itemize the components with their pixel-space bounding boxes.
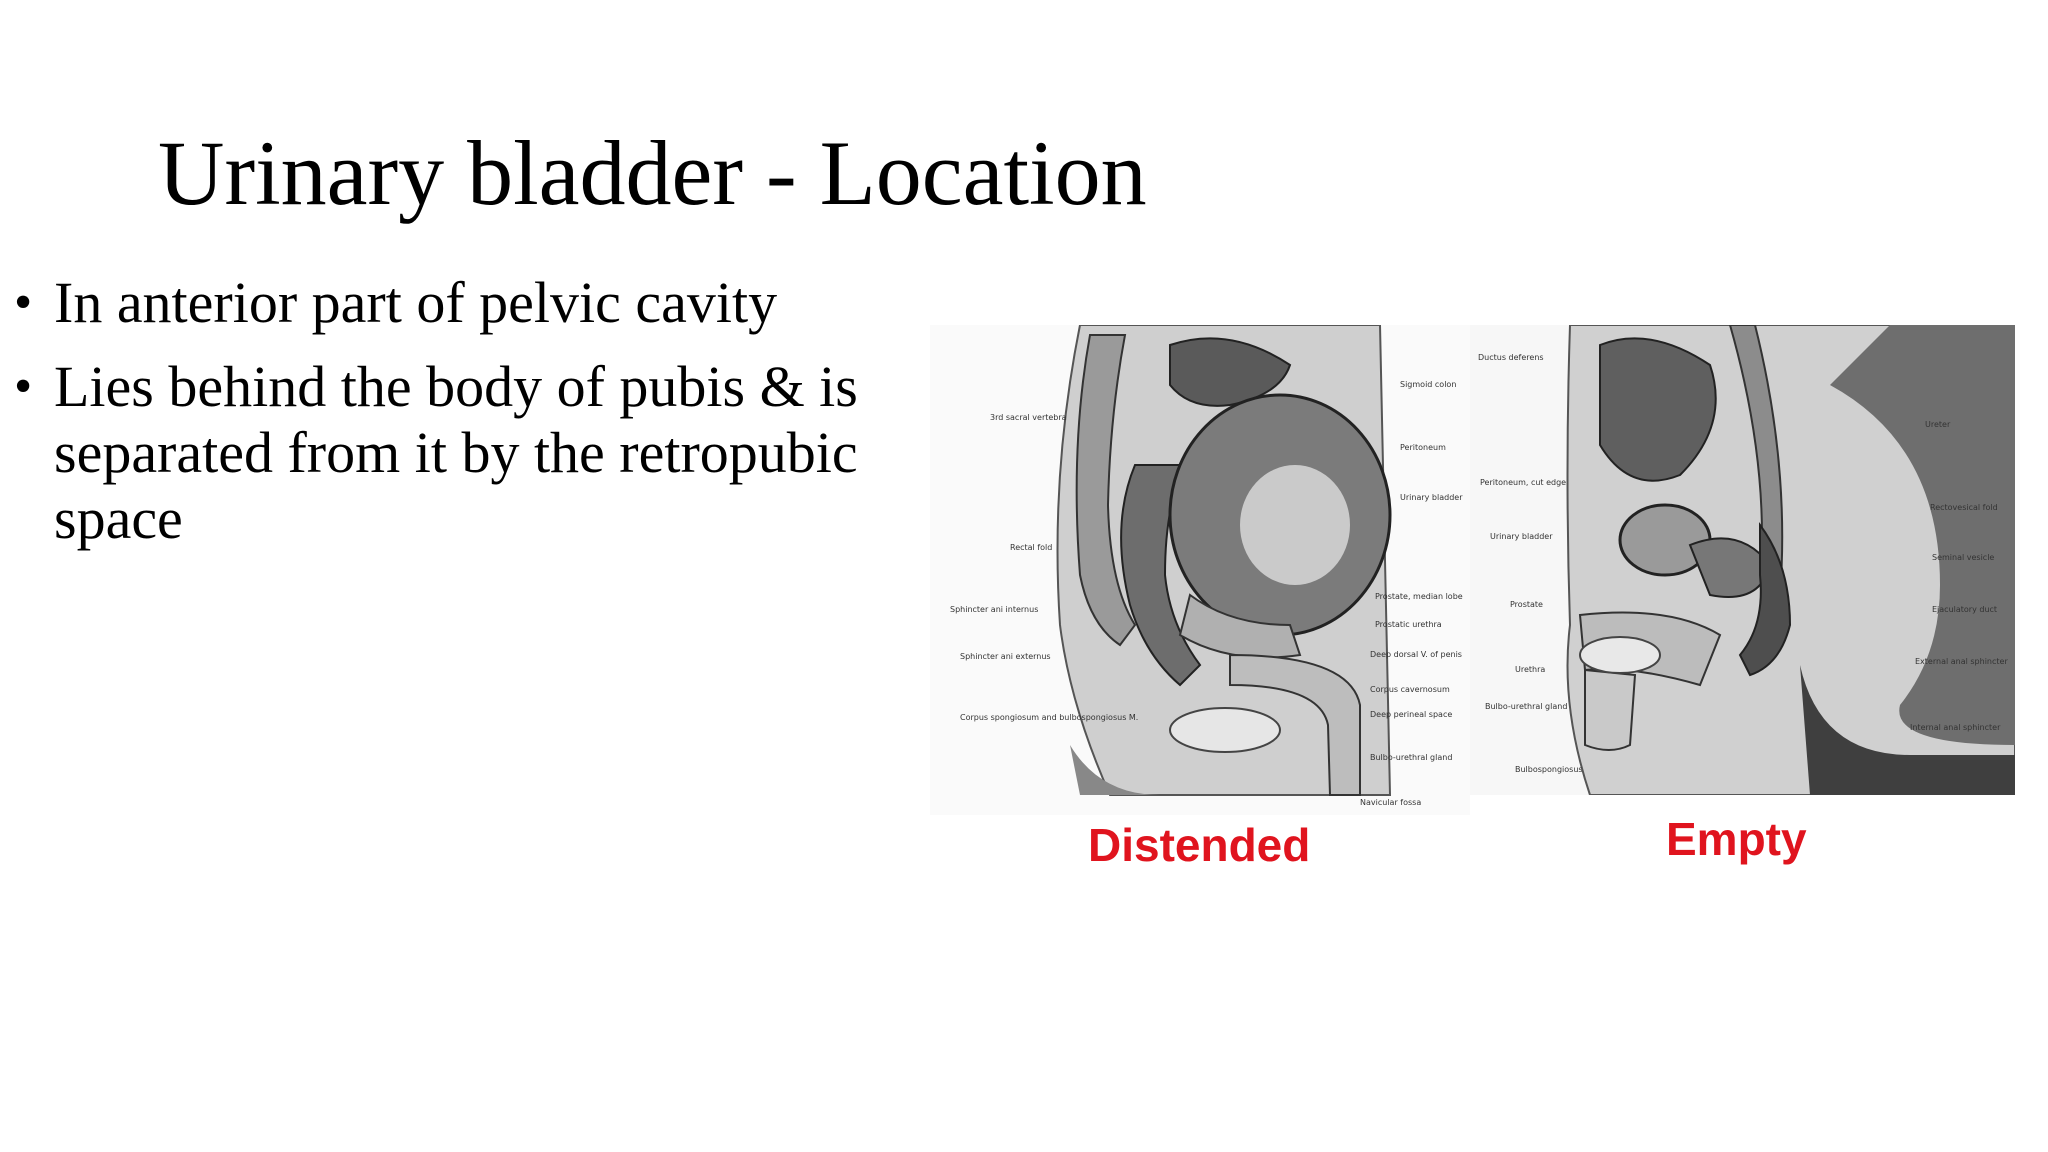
bullet-item: • In anterior part of pelvic cavity (14, 270, 914, 336)
figure-label: Sphincter ani externus (960, 652, 1051, 661)
bullet-item: • Lies behind the body of pubis & is sep… (14, 354, 914, 552)
sagittal-section-distended-image (930, 325, 1470, 815)
figure-label: Peritoneum (1400, 443, 1446, 452)
figure-label: 3rd sacral vertebra (990, 413, 1067, 422)
sagittal-section-empty-image (1470, 325, 2015, 795)
bullet-text: Lies behind the body of pubis & is separ… (54, 354, 858, 551)
figure-label: Deep perineal space (1370, 710, 1453, 719)
slide-title: Urinary bladder - Location (158, 122, 1147, 224)
figure-label: Navicular fossa (1360, 798, 1422, 807)
figure-label: Peritoneum, cut edge (1480, 478, 1567, 487)
empty-bladder-illustration: Ductus deferens Peritoneum, cut edge Uri… (1470, 325, 2015, 795)
empty-caption: Empty (1666, 813, 1807, 865)
figure-label: Bulbo-urethral gland (1485, 702, 1568, 711)
figure-label: Corpus cavernosum (1370, 685, 1450, 694)
figure-label: Urethra (1515, 665, 1546, 674)
figure-label: Sigmoid colon (1400, 380, 1457, 389)
figure-label: Rectovesical fold (1930, 503, 1998, 512)
figure-label: Sphincter ani internus (950, 605, 1039, 614)
figure-label: External anal sphincter (1915, 657, 2008, 666)
figure-label: Deep dorsal V. of penis (1370, 650, 1462, 659)
bullet-list: • In anterior part of pelvic cavity • Li… (14, 270, 914, 570)
figure-label: Prostate, median lobe (1375, 592, 1463, 601)
figure-label: Seminal vesicle (1932, 553, 1995, 562)
figure-label: Urinary bladder (1400, 493, 1463, 502)
bullet-dot-icon: • (14, 358, 33, 415)
figure-label: Ductus deferens (1478, 353, 1544, 362)
figure-label: Internal anal sphincter (1910, 723, 2001, 732)
figure-label: Rectal fold (1010, 543, 1053, 552)
figure-label: Prostatic urethra (1375, 620, 1442, 629)
figure-label: Urinary bladder (1490, 532, 1553, 541)
figure-label: Ejaculatory duct (1932, 605, 1998, 614)
figure-label: Bulbospongiosus (1515, 765, 1583, 774)
figure-label: Bulbo-urethral gland (1370, 753, 1453, 762)
figure-label: Prostate (1510, 600, 1543, 609)
distended-caption: Distended (1088, 819, 1311, 871)
figure-label: Corpus spongiosum and bulbospongiosus M. (960, 713, 1139, 722)
figure-label: Ureter (1925, 420, 1951, 429)
bullet-dot-icon: • (14, 274, 33, 331)
bullet-text: In anterior part of pelvic cavity (54, 270, 778, 335)
distended-bladder-illustration: 3rd sacral vertebra Rectal fold Sphincte… (930, 325, 1470, 815)
